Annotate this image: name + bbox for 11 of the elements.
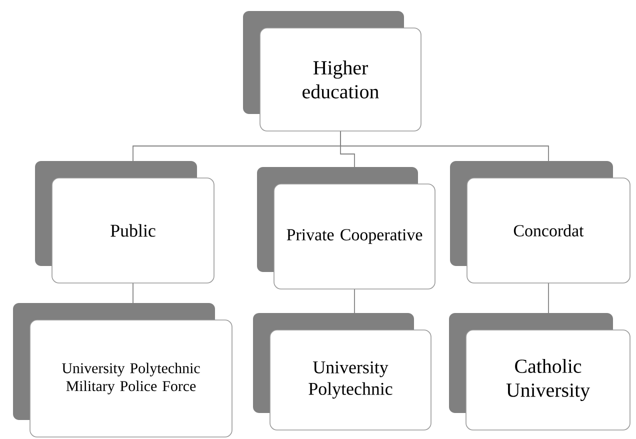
shadowed-box: University Polytechnic Military Police Force	[13, 303, 232, 438]
shadowed-box: Higher education	[243, 11, 422, 132]
shadowed-box: University Polytechnic	[253, 313, 432, 430]
connector-line	[354, 288, 355, 314]
shadowed-box: Public	[35, 161, 214, 284]
connector-line	[340, 130, 549, 162]
shadowed-box: Concordat	[450, 161, 630, 284]
shadowed-box: Catholic University	[449, 313, 630, 430]
connector-line	[548, 282, 549, 314]
connector-line	[132, 282, 134, 304]
shadowed-box: Private Cooperative	[257, 167, 436, 290]
